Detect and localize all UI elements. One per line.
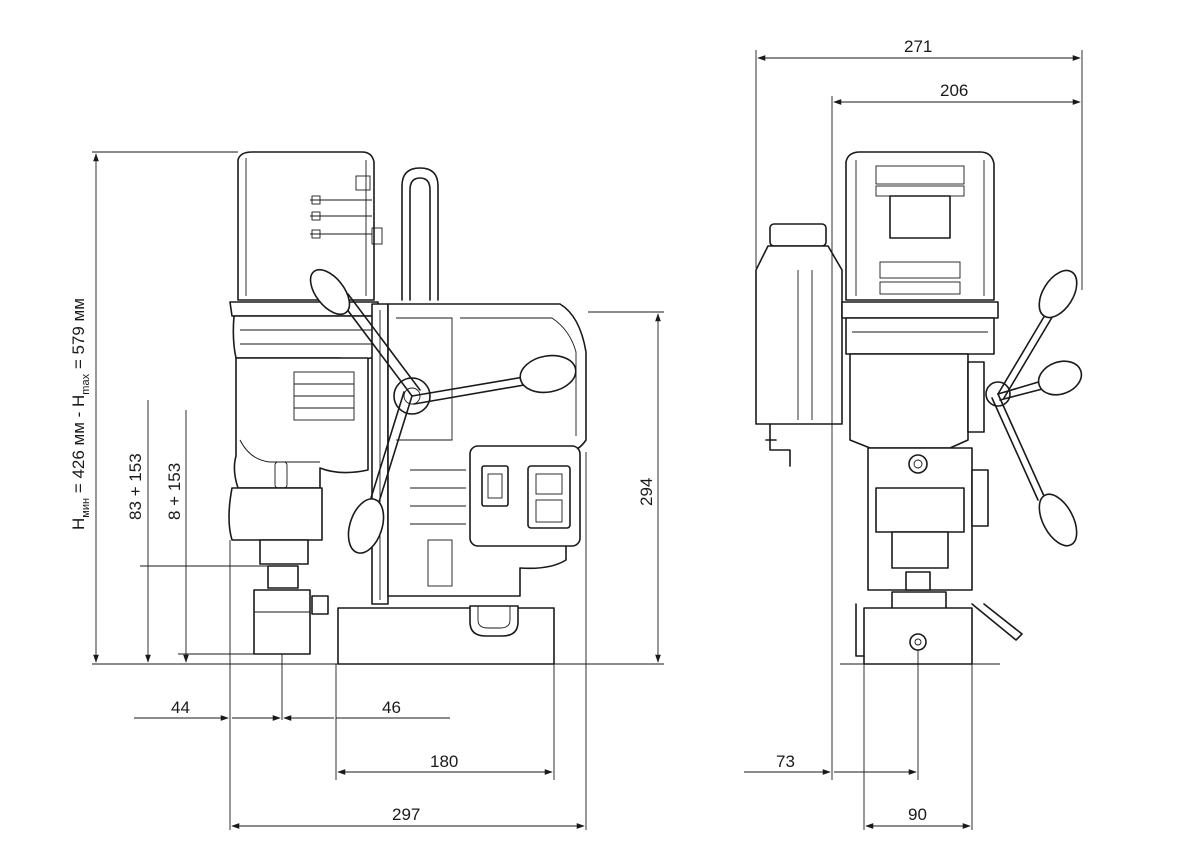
side-feed-knob-bottom	[1038, 493, 1078, 547]
dim-46: 46	[382, 698, 401, 717]
dim-206: 206	[940, 81, 968, 100]
side-feed-knob-mid	[1037, 360, 1083, 396]
dim-180: 180	[430, 752, 458, 771]
coolant-bottle-cap	[769, 223, 827, 247]
dim-83-153: 83 + 153	[126, 453, 145, 520]
feed-handle-knob-top	[309, 268, 351, 316]
front-view-drill	[92, 151, 664, 665]
annular-cutter	[253, 589, 311, 655]
feed-handle-knob-right	[519, 354, 577, 394]
magnet-base	[337, 607, 555, 665]
power-switch	[481, 465, 509, 507]
base-handle	[469, 605, 519, 637]
side-feed-knob-top	[1038, 269, 1078, 319]
side-view-dimensions: 271 206 73 90	[744, 37, 1083, 830]
dim-90: 90	[908, 805, 927, 824]
magnet-switch	[527, 465, 571, 529]
feed-handle-knob-bottom	[347, 498, 385, 554]
coolant-bottle	[755, 245, 843, 425]
dim-44: 44	[171, 698, 190, 717]
dim-271: 271	[904, 37, 932, 56]
dim-297: 297	[392, 805, 420, 824]
height-range-label: Hмин = 426 мм - Hmax = 579 мм	[69, 298, 92, 530]
front-view-dimensions: Hмин = 426 мм - Hmax = 579 мм 83 + 153 8…	[69, 151, 664, 830]
dim-294: 294	[637, 478, 656, 506]
side-drill-body	[849, 353, 969, 449]
spindle-housing	[228, 487, 323, 541]
dim-8-153: 8 + 153	[165, 463, 184, 520]
motor-housing	[237, 151, 375, 301]
drill-body	[233, 357, 369, 489]
carry-handle	[401, 167, 439, 301]
dim-73: 73	[776, 752, 795, 771]
side-view-drill	[755, 151, 1083, 665]
